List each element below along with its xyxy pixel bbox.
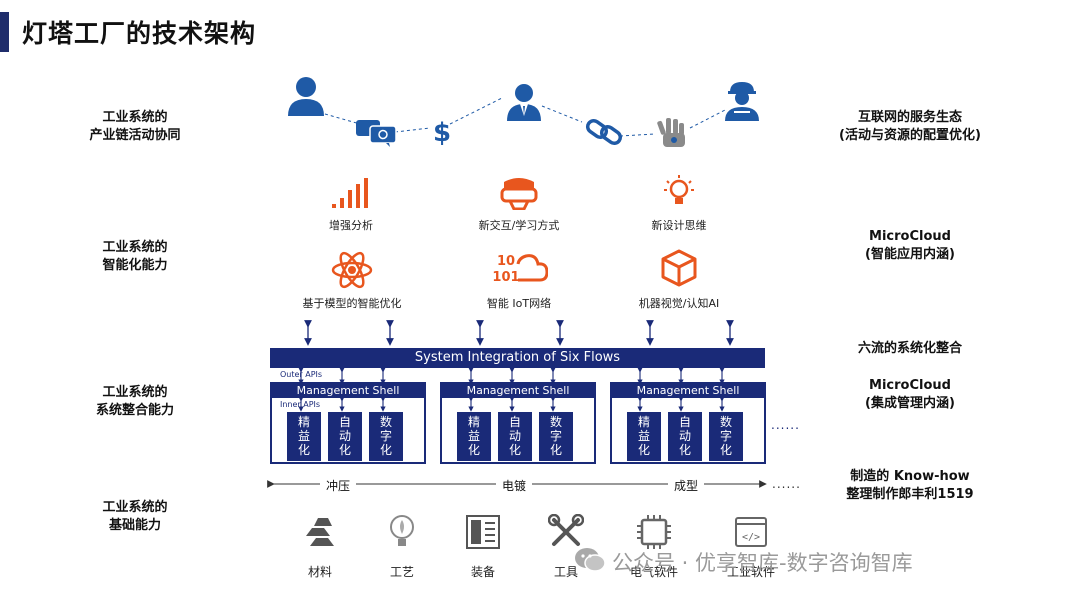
cell-digital: 数字化	[539, 412, 573, 461]
svg-text:10: 10	[497, 254, 515, 269]
right-label-ecosystem: 互联网的服务生态 (活动与资源的配置优化)	[810, 109, 1010, 145]
flow-more-dots: ......	[772, 477, 801, 491]
smart-caption: 智能 IoT网络	[486, 297, 552, 310]
right-label-line: 制造的 Know-how	[850, 469, 970, 484]
right-label-six-flows: 六流的系统化整合	[810, 340, 1010, 358]
shell-title: Management Shell	[612, 384, 764, 398]
cell-text: 精益化	[637, 415, 650, 457]
cell-text: 精益化	[467, 415, 480, 457]
smart-caption: 新交互/学习方式	[478, 219, 560, 232]
tools-icon	[548, 514, 584, 546]
cell-automation: 自动化	[328, 412, 362, 461]
right-label-microcloud-smart: MicroCloud (智能应用内涵)	[810, 228, 1010, 264]
svg-text:</>: </>	[742, 532, 760, 543]
vr-headset-icon	[500, 178, 538, 210]
right-label-line: MicroCloud	[869, 229, 951, 244]
robot-hand-icon	[657, 118, 685, 147]
right-label-line: (集成管理内涵)	[865, 396, 955, 411]
code-window-icon: </>	[735, 517, 767, 547]
lightbulb-icon	[664, 175, 694, 204]
businessman-icon	[507, 84, 541, 121]
cell-text: 自动化	[678, 415, 691, 457]
flow-label-stamping: 冲压	[320, 477, 357, 494]
left-label-line: 系统整合能力	[95, 403, 174, 418]
chat-bubbles-icon	[356, 120, 397, 147]
left-label-line: 智能化能力	[102, 258, 168, 273]
left-label-line: 工业系统的	[102, 240, 168, 255]
cell-text: 数字化	[379, 415, 392, 457]
equipment-rack-icon	[466, 515, 500, 549]
cell-text: 数字化	[549, 415, 562, 457]
left-label-line: 工业系统的	[102, 385, 168, 400]
engineer-icon	[725, 82, 759, 121]
svg-text:101: 101	[492, 270, 519, 284]
right-label-microcloud-integration: MicroCloud (集成管理内涵)	[810, 377, 1010, 413]
flow-label-forming: 成型	[668, 477, 705, 494]
svg-text:$: $	[433, 118, 451, 147]
dollar-icon: $	[433, 118, 451, 147]
value-chain-graphic	[324, 97, 726, 137]
integration-bar: System Integration of Six Flows	[270, 348, 765, 368]
cell-lean: 精益化	[457, 412, 491, 461]
base-caption: 材料	[307, 565, 332, 579]
watermark-text: 公众号 · 优享智库-数字咨询智库	[612, 551, 913, 575]
smart-caption: 增强分析	[329, 219, 373, 232]
left-label-base: 工业系统的 基础能力	[55, 499, 215, 535]
title-accent-bar	[0, 12, 9, 52]
right-label-line: MicroCloud	[869, 378, 951, 393]
cell-text: 数字化	[719, 415, 732, 457]
iot-cloud-icon: 10 101	[492, 254, 548, 284]
person-icon	[288, 77, 324, 116]
cell-text: 精益化	[297, 415, 310, 457]
right-label-line: 互联网的服务生态	[857, 110, 962, 125]
api-arrows-outer	[298, 367, 725, 385]
right-label-know-how: 制造的 Know-how 整理制作郎丰利1519	[810, 468, 1010, 504]
page-title: 灯塔工厂的技术架构	[22, 19, 257, 48]
smart-caption: 新设计思维	[651, 219, 707, 232]
cell-lean: 精益化	[627, 412, 661, 461]
flow-label-plating: 电镀	[496, 477, 533, 494]
right-label-line: 六流的系统化整合	[857, 341, 962, 356]
base-caption: 装备	[470, 565, 495, 579]
base-caption: 工业软件	[726, 565, 775, 579]
cell-automation: 自动化	[668, 412, 702, 461]
gold-bars-icon	[306, 518, 334, 546]
right-label-line: (智能应用内涵)	[865, 247, 955, 262]
left-label-chain: 工业系统的 产业链活动协同	[55, 109, 215, 145]
shell-title: Management Shell	[272, 384, 424, 398]
left-label-smart: 工业系统的 智能化能力	[55, 239, 215, 275]
atom-icon	[331, 251, 373, 289]
left-label-line: 基础能力	[108, 518, 161, 533]
api-arrows-upper	[304, 320, 734, 346]
left-label-line: 工业系统的	[102, 110, 168, 125]
left-label-line: 产业链活动协同	[89, 128, 181, 143]
smart-caption: 基于模型的智能优化	[302, 297, 402, 310]
cell-automation: 自动化	[498, 412, 532, 461]
right-label-line: (活动与资源的配置优化)	[839, 128, 981, 143]
cube-icon	[661, 249, 697, 287]
process-bulb-icon	[390, 515, 414, 546]
wechat-logo-icon	[575, 548, 606, 572]
left-label-line: 工业系统的	[102, 500, 168, 515]
shell-title: Management Shell	[442, 384, 594, 398]
bar-chart-icon	[332, 178, 368, 208]
chip-icon	[637, 515, 671, 549]
base-caption: 工艺	[389, 565, 414, 579]
right-label-line: 整理制作郎丰利1519	[846, 487, 974, 502]
api-arrows-inner	[298, 396, 725, 412]
cell-digital: 数字化	[709, 412, 743, 461]
left-label-integration: 工业系统的 系统整合能力	[55, 384, 215, 420]
cell-lean: 精益化	[287, 412, 321, 461]
cell-text: 自动化	[508, 415, 521, 457]
smart-caption: 机器视觉/认知AI	[638, 297, 720, 310]
more-dots: ......	[771, 418, 800, 432]
link-icon	[585, 118, 623, 146]
base-caption: 工具	[553, 565, 578, 579]
base-caption: 电气软件	[629, 565, 678, 579]
cell-digital: 数字化	[369, 412, 403, 461]
cell-text: 自动化	[338, 415, 351, 457]
